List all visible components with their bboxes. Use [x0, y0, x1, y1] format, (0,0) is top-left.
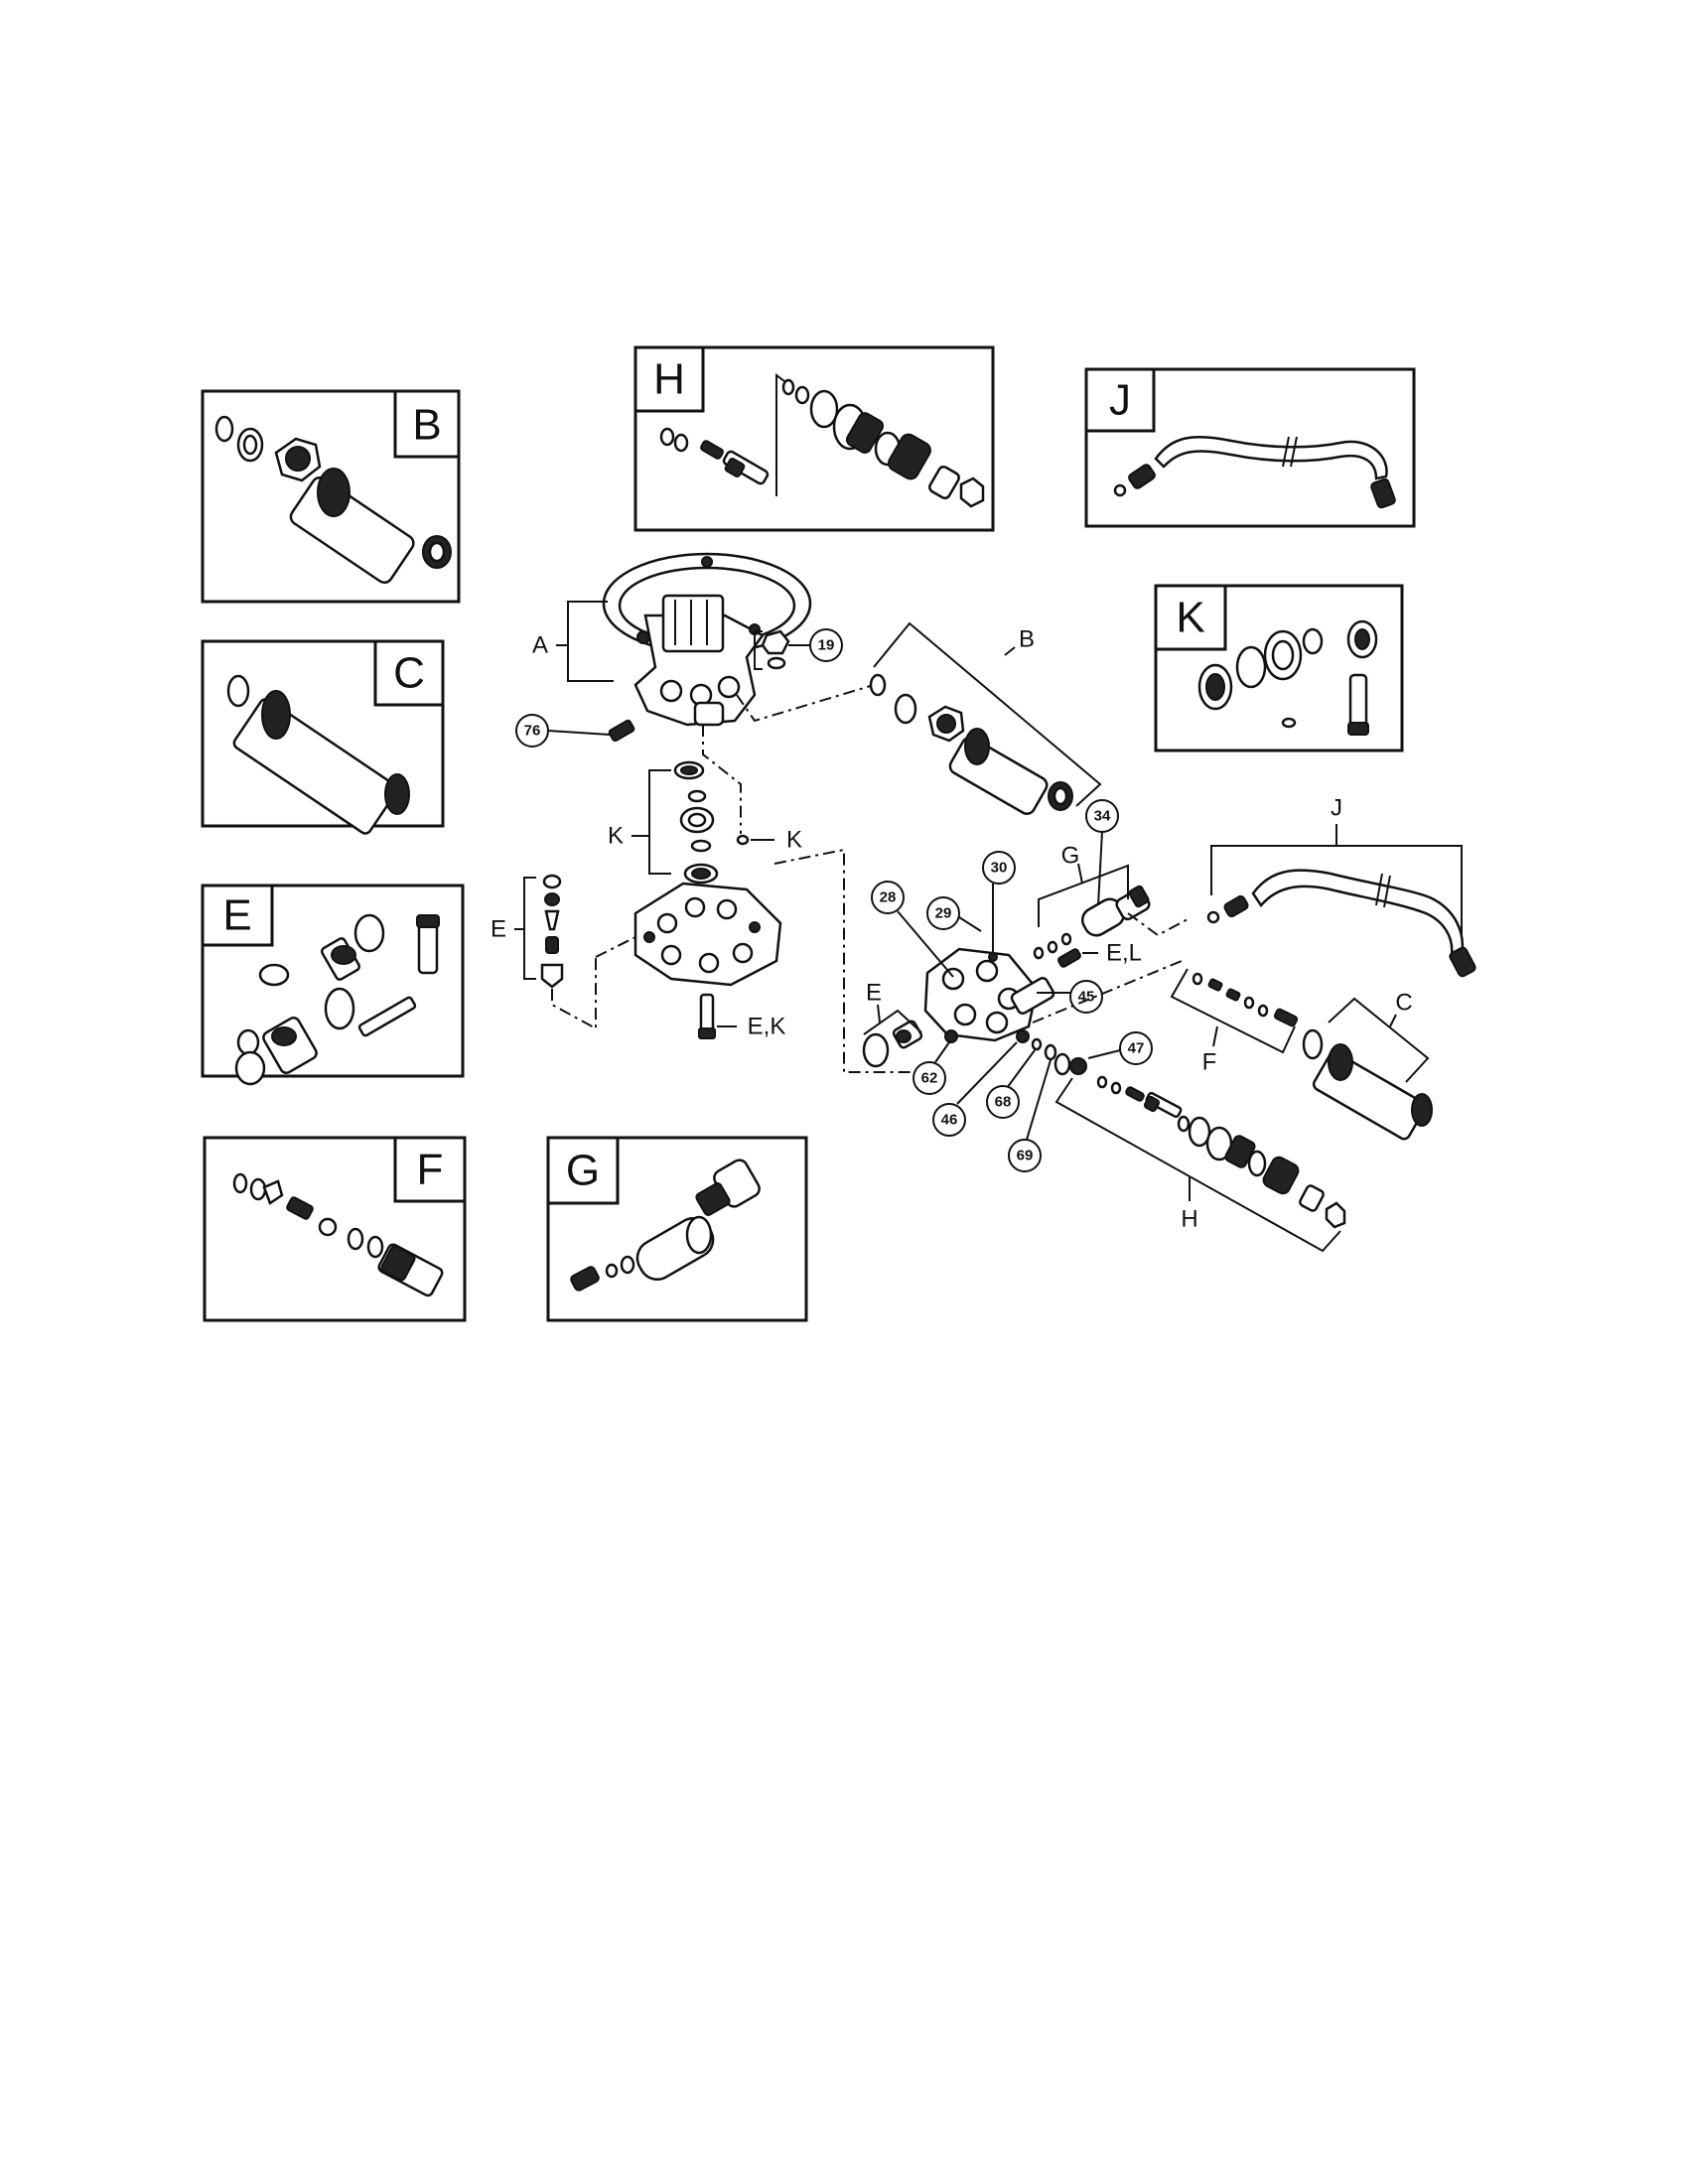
- kit-box-e-letter: E: [222, 891, 251, 940]
- assembly-h: H: [1054, 1075, 1346, 1253]
- kit-box-g-letter: G: [566, 1147, 600, 1195]
- part-69: 69: [1008, 1043, 1057, 1172]
- part-19: 19: [754, 628, 843, 670]
- part-68: 68: [986, 1037, 1043, 1119]
- part-28: 28: [871, 881, 954, 978]
- kit-box-b: B: [201, 389, 461, 604]
- kit-box-c: C: [201, 639, 445, 835]
- part-62: 62: [912, 1029, 958, 1095]
- assembly-j: J: [1206, 795, 1476, 978]
- kit-f-parts: [232, 1172, 444, 1297]
- label-b: B: [1019, 626, 1035, 653]
- callout-29: 29: [935, 905, 952, 922]
- label-a: A: [532, 632, 548, 659]
- dash-line-g-to-j: [1127, 912, 1189, 937]
- kit-box-h-letter: H: [653, 355, 685, 404]
- crankcase-assembly: [602, 552, 812, 727]
- callout-34: 34: [1094, 808, 1111, 825]
- kit-k-parts: [1197, 619, 1378, 736]
- kit-box-b-letter: B: [412, 401, 441, 450]
- callout-45: 45: [1078, 989, 1095, 1006]
- part-76: 76: [515, 714, 635, 748]
- dash-line-to-f: [1032, 960, 1183, 1024]
- part-el: E,L: [1057, 940, 1142, 968]
- label-e-right: E: [866, 980, 882, 1007]
- label-c: C: [1395, 990, 1412, 1017]
- callout-69: 69: [1017, 1148, 1034, 1164]
- dash-line-crossover: [773, 848, 941, 1073]
- assembly-k-stack: K K: [608, 725, 802, 885]
- callout-30: 30: [991, 860, 1008, 877]
- kit-c-parts: [226, 674, 410, 835]
- label-k-left: K: [608, 823, 624, 850]
- kit-box-j-letter: J: [1109, 376, 1131, 425]
- label-ek: E,K: [748, 1014, 786, 1040]
- kit-box-e: E: [201, 884, 465, 1086]
- callout-28: 28: [880, 889, 897, 906]
- assembly-f: F: [1170, 968, 1299, 1076]
- part-29-30: 29 30: [926, 851, 1016, 962]
- kit-h-parts: [659, 373, 985, 508]
- kit-box-c-letter: C: [393, 649, 425, 698]
- manifold-head-right: [923, 947, 1055, 1042]
- assembly-g: G: [1033, 843, 1151, 960]
- label-g: G: [1061, 843, 1080, 870]
- kit-box-f-letter: F: [417, 1146, 444, 1194]
- callout-76: 76: [524, 723, 541, 740]
- kit-box-j: J: [1084, 367, 1416, 528]
- callout-19: 19: [818, 637, 835, 654]
- callout-47: 47: [1128, 1040, 1145, 1057]
- kit-g-parts: [570, 1159, 761, 1292]
- callout-46: 46: [941, 1112, 958, 1129]
- label-f: F: [1202, 1049, 1217, 1076]
- dash-line-to-right-manifold: [595, 936, 636, 958]
- kit-j-parts: [1113, 435, 1396, 509]
- callout-68: 68: [995, 1094, 1012, 1111]
- part-45: 45: [1037, 980, 1103, 1014]
- kit-box-g: G: [546, 1136, 808, 1322]
- label-e-left: E: [491, 916, 506, 943]
- kit-box-k-letter: K: [1176, 594, 1204, 642]
- kit-e-parts: [234, 913, 440, 1086]
- kit-box-h: H: [633, 345, 995, 532]
- assembly-e-left: E: [491, 874, 597, 1030]
- kit-b-parts: [214, 415, 452, 585]
- label-k-right: K: [786, 827, 802, 854]
- part-34: 34: [1085, 799, 1119, 906]
- manifold-head-left: [633, 882, 782, 987]
- assembly-b: B: [736, 621, 1102, 815]
- label-el: E,L: [1106, 940, 1142, 967]
- kit-box-f: F: [203, 1136, 467, 1322]
- assembly-c: C: [1302, 990, 1433, 1141]
- label-h: H: [1181, 1206, 1197, 1233]
- bracket-a: A: [532, 601, 614, 682]
- callout-62: 62: [921, 1070, 938, 1087]
- bolt-ek: E,K: [698, 993, 786, 1040]
- part-46: 46: [932, 1029, 1030, 1137]
- assembly-e-right: E: [862, 980, 923, 1068]
- part-47: 47: [1053, 1031, 1153, 1076]
- label-j: J: [1331, 795, 1342, 822]
- kit-box-k: K: [1154, 584, 1404, 752]
